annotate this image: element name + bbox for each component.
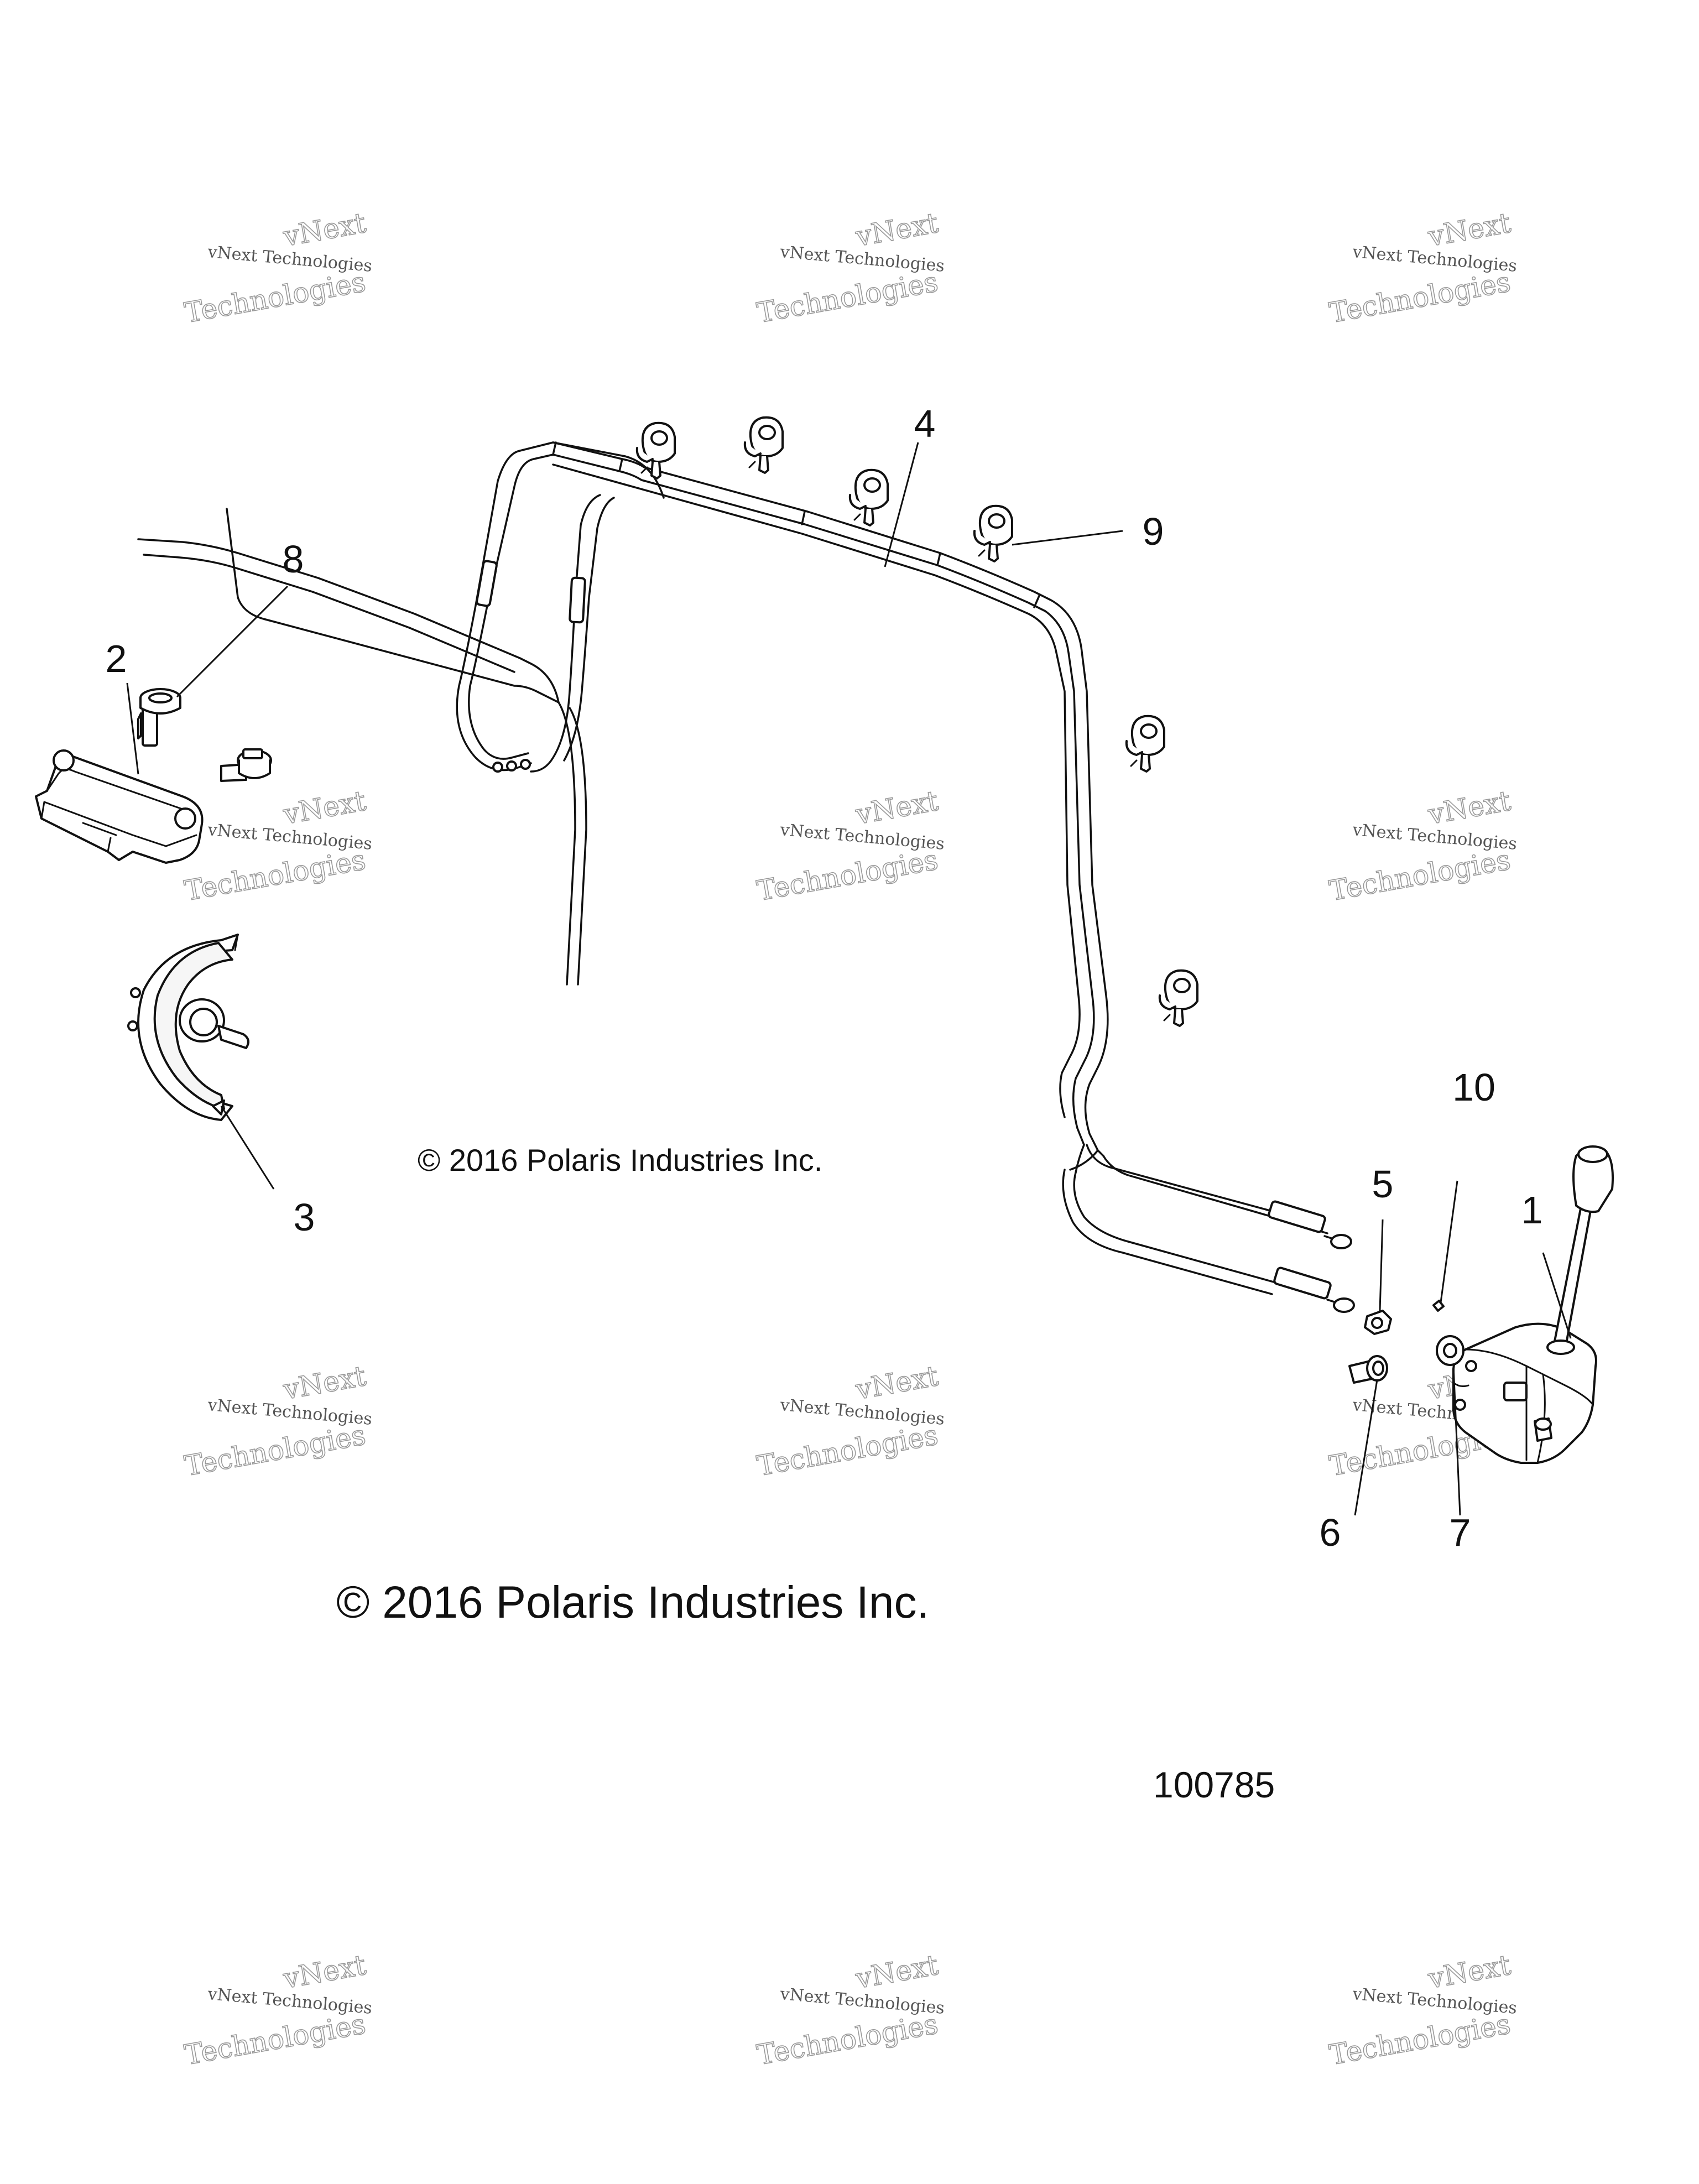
callout-7: 7 — [1450, 1511, 1471, 1554]
clip — [635, 421, 676, 479]
watermark-vnext: vNext — [280, 207, 368, 253]
bolt-part-8b — [220, 748, 272, 782]
callout-1: 1 — [1521, 1189, 1543, 1232]
callout-4: 4 — [914, 402, 936, 445]
callout-10: 10 — [1452, 1066, 1495, 1109]
watermark-technologies: Technologies — [1327, 2008, 1513, 2071]
callout-6: 6 — [1320, 1511, 1341, 1554]
pin-part-6 — [1348, 1355, 1388, 1384]
bolt-part-8 — [137, 688, 181, 747]
bracket-part-2 — [35, 749, 204, 864]
watermark-technologies: Technologies — [182, 843, 368, 907]
watermark-technologies: Technologies — [754, 843, 940, 907]
callout-3: 3 — [294, 1196, 315, 1239]
watermark-technologies: Technologies — [1327, 265, 1513, 329]
clip — [848, 468, 889, 527]
callout-5: 5 — [1372, 1163, 1394, 1206]
clip — [743, 416, 784, 474]
callout-2: 2 — [106, 637, 127, 680]
watermark-technologies: Technologies — [182, 1419, 368, 1482]
watermark-vnext: vNext — [853, 207, 941, 253]
clip — [1125, 715, 1165, 773]
washer-part-7 — [1436, 1335, 1465, 1366]
callout-8: 8 — [283, 538, 304, 581]
watermark-vnext: vNext — [280, 785, 368, 831]
watermark-vnext: vNext — [280, 1949, 368, 1995]
leader-lines — [126, 442, 1572, 1516]
watermark-technologies: Technologies — [182, 265, 368, 329]
shifter-part-1 — [1452, 1145, 1614, 1464]
watermark-technologies: Technologies — [754, 1419, 940, 1482]
watermark-vnext: vNext — [1425, 785, 1513, 831]
watermark-technologies: Technologies — [182, 2008, 368, 2071]
watermark-vnext: vNext — [853, 785, 941, 831]
watermark-vnext: vNext — [1425, 207, 1513, 253]
copyright-notice-small: © 2016 Polaris Industries Inc. — [418, 1143, 822, 1177]
clips-part-9 — [635, 416, 1198, 1027]
watermark-vnext: vNext — [280, 1360, 368, 1406]
watermark-vnext: vNext — [853, 1949, 941, 1995]
watermark-vnext: vNext — [1425, 1949, 1513, 1995]
clip — [973, 504, 1013, 562]
callout-9: 9 — [1143, 510, 1164, 553]
clip — [1158, 969, 1198, 1027]
nut-part-5 — [1364, 1310, 1392, 1335]
clip-part-10 — [1432, 1300, 1445, 1312]
cable-assembly-part-4 — [137, 441, 1355, 1313]
watermark-vnext: vNext — [853, 1360, 941, 1406]
watermark-technologies: Technologies — [754, 265, 940, 329]
callout-labels: 1 2 3 4 5 6 7 8 9 10 — [106, 402, 1543, 1554]
disc-part-3 — [127, 934, 249, 1121]
watermark-technologies: Technologies — [754, 2008, 940, 2071]
copyright-notice-large: © 2016 Polaris Industries Inc. — [336, 1577, 929, 1628]
watermark-technologies: Technologies — [1327, 843, 1513, 907]
diagram-number: 100785 — [1153, 1764, 1275, 1805]
